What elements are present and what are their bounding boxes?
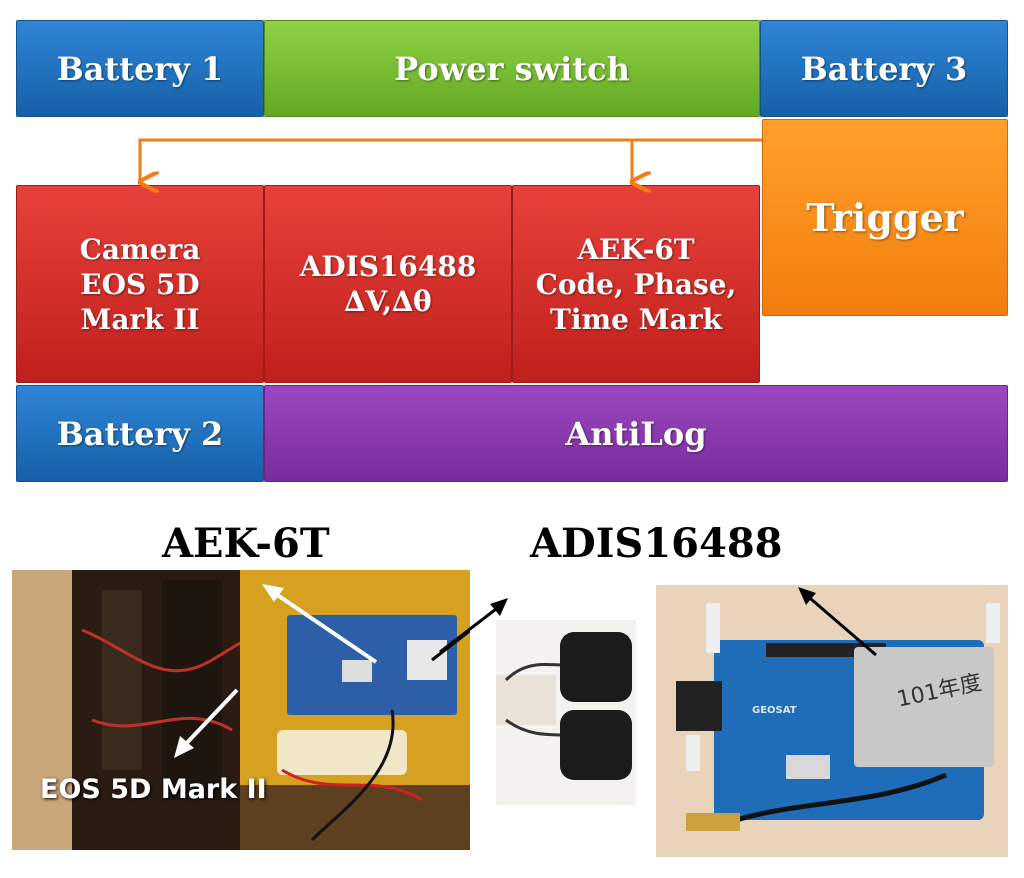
camera-block: Camera EOS 5D Mark II bbox=[16, 185, 264, 383]
battery-1-block: Battery 1 bbox=[16, 20, 264, 117]
trigger-to-camera-arrow bbox=[138, 138, 762, 182]
battery-3-block: Battery 3 bbox=[760, 20, 1008, 117]
enclosure-photo-drawing bbox=[12, 570, 470, 850]
eos-5d-label: EOS 5D Mark II bbox=[40, 774, 267, 805]
antilog-block: AntiLog bbox=[264, 385, 1008, 482]
aek-6t-label: AEK-6T bbox=[162, 520, 330, 567]
antenna-photo-drawing bbox=[496, 620, 636, 805]
battery-2-block: Battery 2 bbox=[16, 385, 264, 482]
adis-board-photo: GEOSAT 101年度 bbox=[656, 585, 1008, 857]
power-switch-block: Power switch bbox=[264, 20, 760, 117]
adis16488-label: ADIS16488 bbox=[530, 520, 783, 567]
adis16488-block: ADIS16488 ∆V,∆θ bbox=[264, 185, 512, 383]
antenna-photo bbox=[496, 620, 636, 805]
adis-board-photo-drawing bbox=[656, 585, 1008, 857]
trigger-block: Trigger bbox=[762, 119, 1008, 316]
aek-6t-block: AEK-6T Code, Phase, Time Mark bbox=[512, 185, 760, 383]
board-logo-text: GEOSAT bbox=[752, 705, 797, 716]
enclosure-photo: EOS 5D Mark II bbox=[12, 570, 470, 850]
